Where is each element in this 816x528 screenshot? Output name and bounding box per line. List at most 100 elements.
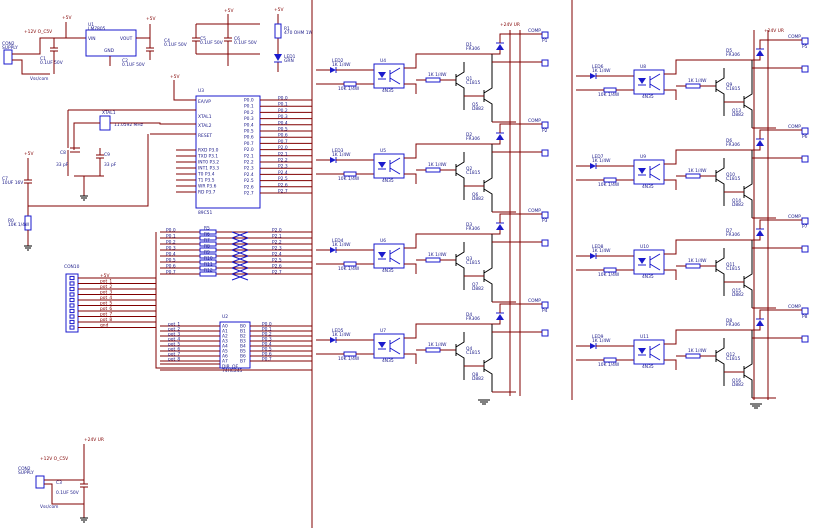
bank-resistor [199,271,217,277]
channel-r-label: 10K 1/4W [598,92,620,98]
channel-led-label: LED4 [332,238,344,244]
output-port [541,121,549,129]
channel-led-value: 1K 1/4W [332,62,351,68]
buffer-pin-label: A1 [222,329,228,335]
mcu-net-label: P2.3 [278,164,288,170]
transistor-label: Q9 [726,82,732,88]
power-transistor-label: Q14 [732,198,741,204]
drive-r-label: 1K 1/4W [688,168,707,174]
io-connector [65,273,79,333]
bank-resistor [199,241,217,247]
mcu-net-label: P0.5 [278,127,288,133]
section-divider [311,0,573,528]
bank-out-label: P2.3 [272,245,282,251]
c6-value: 0.1UF 50V [234,40,257,46]
mcu-pin-label: P0.2 [244,110,254,116]
bank-net-label: P0.3 [166,245,176,251]
aux-top-label: +12V O_C5V [40,456,68,462]
buffer-pin-label: A7 [222,359,228,365]
bank-out-label: P2.5 [272,257,282,263]
power-transistor-part: D882 [472,286,484,292]
output-port [801,37,809,45]
bank-resistor [199,247,217,253]
mcu-u3 [195,95,261,209]
vcc-label-5: +5V [170,74,179,80]
con10-net-label: pot_3 [100,290,112,296]
diode-label: D3 [466,222,472,228]
output-port [541,211,549,219]
mcu-pin-label: P2.5 [244,178,254,184]
con10-net-label: pot_1 [100,279,112,285]
regulator-u1 [85,29,137,57]
bank-net-label: P0.0 [166,227,176,233]
output-comp-label: COMP [528,118,541,124]
mcu-net-label: P0.2 [278,108,288,114]
bank-resistor [199,235,217,241]
buffer-pin-label: A5 [222,349,228,355]
c9-label: C9 [104,152,110,158]
output-port-label: P4 [542,308,548,314]
bank-out-label: P2.6 [272,263,282,269]
drive-r-label: 1K 1/4W [428,162,447,168]
aux-c3-label: C3 [56,480,62,486]
buffer-pin-label: B4 [240,344,246,350]
led1-value: GRN [284,58,294,64]
mcu-p3-label: T1 P3.5 [197,178,215,184]
channel-led-value: 1K 1/4W [332,152,351,158]
mcu-xtal1: XTAL1 [198,114,212,120]
buffer-pin-label: B1 [240,329,246,335]
output-port [541,31,549,39]
buffer-pin-label: B5 [240,349,246,355]
output-comp-label: COMP [788,214,801,220]
output-comp-label: COMP [788,304,801,310]
power-transistor-part: D882 [732,292,744,298]
channel-led-label: LED5 [332,328,344,334]
mcu-net-label: P2.6 [278,182,288,188]
crystal-label: XTAL1 [102,110,116,116]
opto-coupler [633,249,665,275]
mcu-net-label: P0.0 [278,96,288,102]
mcu-ea: EA/VP [198,99,211,105]
output-port [801,307,809,315]
diode-part: FR306 [466,136,480,142]
buffer-net-in: pot_3 [168,332,180,338]
diode-label: D7 [726,228,732,234]
power-transistor-label: Q5 [472,102,478,108]
bank-resistor-label: R12 [204,268,213,274]
mcu-pin-label: P0.7 [244,141,254,147]
power-transistor-part: D882 [732,112,744,118]
channel-led-value: 1K 1/4W [592,338,611,344]
bank-net-label: P0.5 [166,257,176,263]
power-transistor-part: D882 [732,382,744,388]
mcu-net-label: P2.5 [278,176,288,182]
bank-net-label: P0.1 [166,233,176,239]
mcu-net-label: P0.1 [278,102,288,108]
drive-r-label: 1K 1/4W [688,258,707,264]
bank-out-label: P2.2 [272,239,282,245]
buffer-pin-label: B0 [240,324,246,330]
diode-part: FR306 [466,316,480,322]
mcu-pin-label: P2.2 [244,160,254,166]
opto-ref: U7 [380,328,386,334]
crystal [99,115,111,131]
regulator-vin: VIN [88,36,96,42]
transistor-label: Q2 [466,166,472,172]
mcu-part: 89C51 [198,210,212,216]
aux-connector-label: CON2 [18,466,31,472]
buffer-pin-label: A0 [222,324,228,330]
mcu-net-label: P2.1 [278,151,288,157]
buffer-net-out: P0.4 [262,342,272,348]
diode-label: D2 [466,132,472,138]
mcu-pin-label: P2.7 [244,191,254,197]
drive-r-label: 1K 1/4W [428,342,447,348]
bank-resistor-label: R9 [204,250,210,256]
buffer-net-out: P0.3 [262,337,272,343]
bank-resistor-label: R6 [204,232,210,238]
buffer-net-out: P0.1 [262,327,272,333]
